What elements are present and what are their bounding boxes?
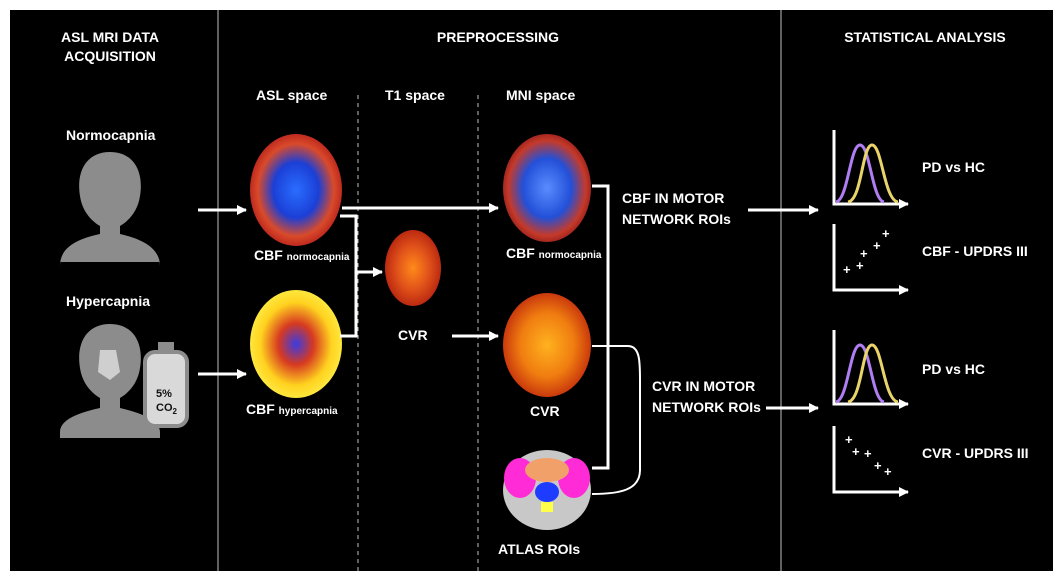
cvr-roi-label: CVR IN MOTOR NETWORK ROIs	[652, 376, 761, 418]
pd-vs-hc-label-1: PD vs HC	[922, 159, 986, 175]
cbf-roi-label: CBF IN MOTOR NETWORK ROIs	[622, 188, 731, 230]
scatter-point: +	[852, 444, 860, 459]
section-acquisition-line2: ACQUISITION	[64, 48, 156, 64]
cbf-mni-label: CBF normocapnia	[506, 244, 601, 265]
scatter-point: +	[845, 432, 853, 447]
cvr-roi-bracket	[591, 345, 641, 495]
cvr-updrs-label: CVR - UPDRS III	[922, 445, 1029, 461]
person-with-mask-icon	[60, 324, 160, 438]
pd-vs-hc-label-2: PD vs HC	[922, 361, 986, 377]
scatter-point: +	[864, 446, 872, 461]
scatter-point: +	[843, 262, 851, 277]
brain-scan-icon	[250, 290, 342, 398]
atlas-brain-icon	[503, 450, 591, 530]
brain-scan-icon	[503, 134, 591, 242]
tank-gas-label: CO2	[156, 402, 177, 416]
cbf-normocapnia-label: CBF normocapnia	[254, 246, 349, 267]
cbf-prefix: CBF	[246, 401, 275, 417]
person-silhouette-icon	[60, 152, 160, 266]
space-t1-label: T1 space	[385, 87, 445, 103]
cbf-roi-bracket	[592, 184, 610, 470]
cbf-roi-line1: CBF IN MOTOR	[622, 190, 725, 206]
cvr-mni-label: CVR	[530, 403, 560, 419]
scatter-point: +	[856, 258, 864, 273]
bracket-connector	[340, 214, 358, 338]
cvr-t1-label: CVR	[398, 327, 428, 343]
brain-scan-icon	[503, 293, 591, 397]
scatter-point: +	[884, 464, 892, 479]
section-acquisition-line1: ASL MRI DATA	[61, 29, 159, 45]
section-statistical-title: STATISTICAL ANALYSIS	[844, 29, 1006, 45]
scatter-plot-icon	[832, 426, 909, 497]
tank-gas-sub: 2	[172, 407, 177, 417]
space-mni-label: MNI space	[506, 87, 576, 103]
scatter-point: +	[874, 458, 882, 473]
distribution-plot-icon	[832, 330, 909, 409]
cvr-roi-line1: CVR IN MOTOR	[652, 378, 756, 394]
tank-percent-label: 5%	[156, 388, 172, 400]
cbf-updrs-label: CBF - UPDRS III	[922, 243, 1028, 259]
section-preprocessing-title: PREPROCESSING	[436, 29, 560, 45]
scatter-plot-icon	[832, 224, 909, 295]
normocapnia-label: Normocapnia	[66, 127, 156, 143]
cbf-prefix: CBF	[254, 247, 283, 263]
cvr-roi-line2: NETWORK ROIs	[652, 399, 761, 415]
section-acquisition-title: ASL MRI DATA ACQUISITION	[20, 28, 200, 66]
cbf-roi-line2: NETWORK ROIs	[622, 211, 731, 227]
hypercapnia-label: Hypercapnia	[66, 293, 151, 309]
brain-scan-icon	[250, 134, 342, 246]
cbf-prefix: CBF	[506, 245, 535, 261]
space-asl-label: ASL space	[256, 87, 328, 103]
tank-gas-text: CO	[156, 402, 173, 414]
hypercapnia-subscript: hypercapnia	[278, 406, 338, 417]
scatter-point: +	[873, 238, 881, 253]
atlas-rois-label: ATLAS ROIs	[498, 541, 581, 557]
normocapnia-subscript: normocapnia	[538, 250, 602, 261]
scatter-point: +	[860, 246, 868, 261]
cbf-hypercapnia-label: CBF hypercapnia	[246, 400, 338, 421]
normocapnia-subscript: normocapnia	[286, 252, 350, 263]
gas-tank-icon	[143, 342, 189, 428]
brain-scan-icon	[385, 230, 441, 306]
scatter-point: +	[882, 226, 890, 241]
distribution-plot-icon	[832, 130, 909, 209]
